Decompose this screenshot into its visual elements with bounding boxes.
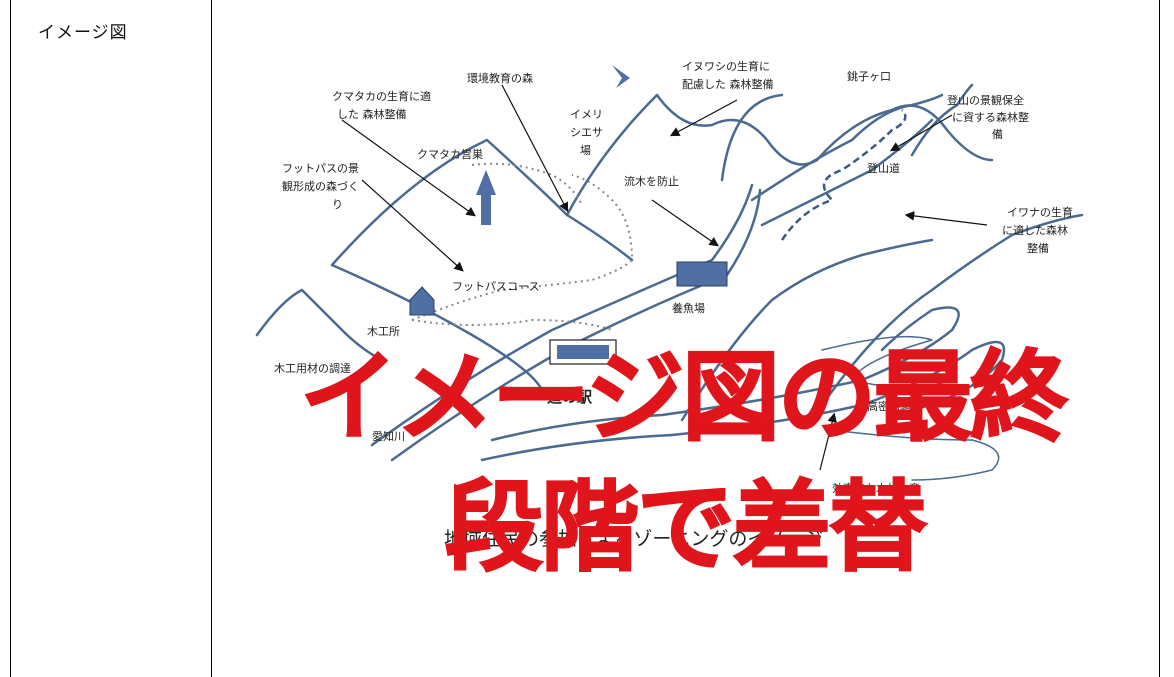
label-mokkosho: 木工所 — [367, 325, 400, 338]
label-ryuboku: 流木を防止 — [624, 174, 679, 188]
ridge-line — [330, 138, 634, 267]
row-label: イメージ図 — [38, 23, 128, 43]
ridge-line — [680, 238, 934, 422]
label-inuwashi-1: イヌワシの生育に — [682, 59, 770, 73]
river-line — [390, 188, 762, 462]
label-imori-2: シエサ — [570, 126, 603, 139]
forest-road — [831, 429, 1000, 481]
label-tozan-keikan-2: に資する森林整 — [952, 110, 1029, 124]
label-iwana-1: イワナの生育 — [1007, 205, 1073, 219]
label-kumataka-eisou: クマタカ営巣 — [417, 147, 483, 161]
label-choshigakuro: 銚子ヶ口 — [847, 69, 891, 83]
label-imori-1: イメリ — [570, 108, 603, 121]
label-kumataka-2: した 森林整備 — [337, 107, 407, 121]
annotation-arrow — [361, 179, 464, 272]
label-footpath-keikan-3: り — [332, 198, 343, 211]
label-footpath-course: フットパスコース — [452, 280, 539, 293]
ridge-line — [910, 83, 974, 157]
climbing-path — [780, 109, 907, 241]
annotation-arrow — [651, 199, 719, 247]
label-yogyojo: 養魚場 — [672, 301, 705, 315]
label-iwana-2: に適した森林 — [1002, 223, 1068, 237]
ridge-line — [810, 213, 1084, 422]
label-kogen: 高密路網 — [867, 399, 911, 413]
label-koritsu: 効率的な木材生産 — [832, 481, 920, 495]
label-aichigawa: 愛知川 — [372, 429, 405, 443]
label-tozan-keikan-3: 備 — [992, 128, 1003, 141]
annotation-arrow — [669, 99, 738, 137]
zoning-map-image: クマタカの生育に適 した 森林整備 環境教育の森 イヌワシの生育に 配慮した 森… — [255, 59, 1084, 550]
fish-farm-building — [676, 261, 728, 287]
label-mokko-riyou: 木工用材の調達 — [274, 361, 351, 375]
table-border-right — [1159, 0, 1160, 677]
label-tozando: 登山道 — [867, 161, 900, 175]
river-line — [370, 183, 754, 447]
inuwashi-bird-marker — [612, 65, 630, 88]
road-line — [480, 340, 1006, 462]
ridge-line — [565, 93, 994, 217]
table-border-middle — [211, 0, 212, 677]
annotation-arrow — [889, 114, 953, 152]
ridge-line — [720, 93, 784, 182]
annotation-arrow — [341, 119, 476, 217]
table-border-left — [10, 0, 11, 677]
road-line — [760, 118, 934, 227]
label-kankyo: 環境教育の森 — [467, 71, 533, 85]
ridge-line — [330, 263, 544, 392]
annotation-arrow — [819, 412, 837, 471]
roadside-station-building — [557, 345, 609, 359]
road-line — [490, 306, 960, 442]
label-kumataka-1: クマタカの生育に適 — [332, 89, 431, 103]
footpath-course-line — [411, 318, 613, 331]
woodshop-building — [409, 286, 435, 316]
annotation-arrow — [501, 84, 569, 213]
label-imori-3: 場 — [580, 144, 591, 157]
label-inuwashi-2: 配慮した 森林整備 — [682, 77, 774, 91]
annotation-arrow — [904, 211, 988, 226]
footpath-course-line — [411, 174, 634, 321]
label-footpath-keikan-1: フットパスの景 — [282, 162, 359, 175]
ridge-line — [255, 288, 384, 362]
map-caption: 地域住民の参加によるゾーニングのイメージ — [444, 528, 823, 550]
label-tozan-keikan-1: 登山の景観保全 — [947, 93, 1024, 107]
kumataka-nest-marker — [476, 170, 496, 225]
label-iwana-3: 整備 — [1027, 241, 1049, 255]
label-michinoeki: 道の駅 — [547, 388, 593, 406]
forest-road — [821, 335, 953, 389]
road-line — [750, 93, 944, 202]
label-footpath-keikan-2: 観形成の森づく — [282, 179, 359, 193]
